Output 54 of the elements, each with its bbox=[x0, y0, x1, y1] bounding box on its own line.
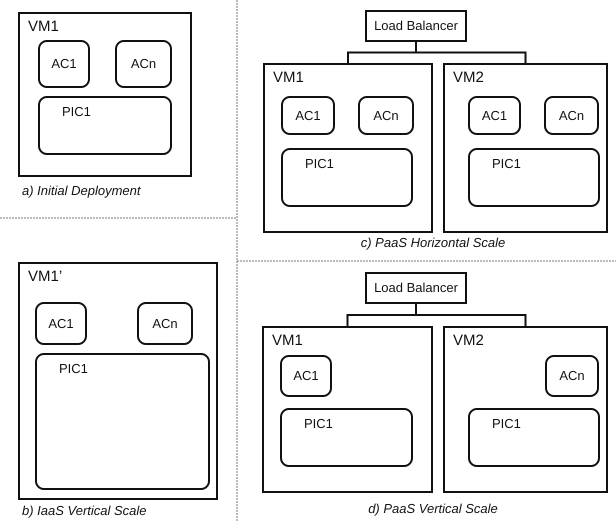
component-box bbox=[280, 408, 413, 467]
component-box bbox=[281, 96, 335, 135]
node-label: AC1 bbox=[292, 368, 320, 383]
node-label: ACn bbox=[372, 108, 400, 122]
component-box bbox=[468, 148, 600, 207]
caption: b) IaaS Vertical Scale bbox=[22, 503, 147, 518]
node-label: VM1 bbox=[28, 18, 59, 35]
vm-box bbox=[263, 63, 433, 233]
node-label: AC1 bbox=[480, 108, 508, 122]
caption: c) PaaS Horizontal Scale bbox=[360, 235, 506, 250]
component-box bbox=[35, 302, 87, 345]
component-box bbox=[38, 40, 90, 88]
vm-box bbox=[443, 326, 608, 493]
vm-box bbox=[18, 262, 218, 500]
node-label: ACn bbox=[558, 108, 586, 122]
node-label: AC1 bbox=[50, 56, 78, 71]
node-label: VM1’ bbox=[28, 268, 62, 285]
node-label: PIC1 bbox=[492, 416, 521, 431]
component-box bbox=[280, 355, 332, 397]
component-box bbox=[358, 96, 414, 135]
component-box bbox=[115, 40, 172, 88]
connector-line bbox=[415, 304, 526, 326]
node-label: AC1 bbox=[47, 316, 75, 330]
component-box bbox=[137, 302, 193, 345]
node-label: VM1 bbox=[273, 69, 304, 86]
component-box bbox=[468, 96, 521, 135]
vm-box bbox=[262, 326, 433, 493]
node-label: PIC1 bbox=[492, 156, 521, 171]
load-balancer-box bbox=[365, 10, 467, 42]
node-label: Load Balancer bbox=[373, 280, 459, 295]
component-box bbox=[35, 353, 210, 490]
component-box bbox=[544, 96, 599, 135]
node-label: AC1 bbox=[294, 108, 322, 122]
vm-box bbox=[443, 63, 608, 233]
node-label: PIC1 bbox=[304, 416, 333, 431]
vm-box bbox=[18, 12, 192, 177]
node-label: PIC1 bbox=[305, 156, 334, 171]
node-label: PIC1 bbox=[62, 104, 91, 119]
node-label: ACn bbox=[130, 56, 158, 71]
component-box bbox=[545, 355, 599, 397]
node-label: ACn bbox=[558, 368, 586, 383]
node-label: ACn bbox=[151, 316, 179, 330]
connector-line bbox=[415, 42, 526, 63]
node-label: VM1 bbox=[272, 332, 303, 349]
caption: a) Initial Deployment bbox=[22, 183, 140, 198]
load-balancer-box bbox=[365, 272, 467, 304]
node-label: VM2 bbox=[453, 69, 484, 86]
caption: d) PaaS Vertical Scale bbox=[368, 501, 498, 516]
component-box bbox=[281, 148, 413, 207]
node-label: VM2 bbox=[453, 332, 484, 349]
node-label: PIC1 bbox=[59, 361, 88, 376]
component-box bbox=[468, 408, 600, 467]
component-box bbox=[38, 96, 172, 155]
node-label: Load Balancer bbox=[373, 18, 459, 33]
